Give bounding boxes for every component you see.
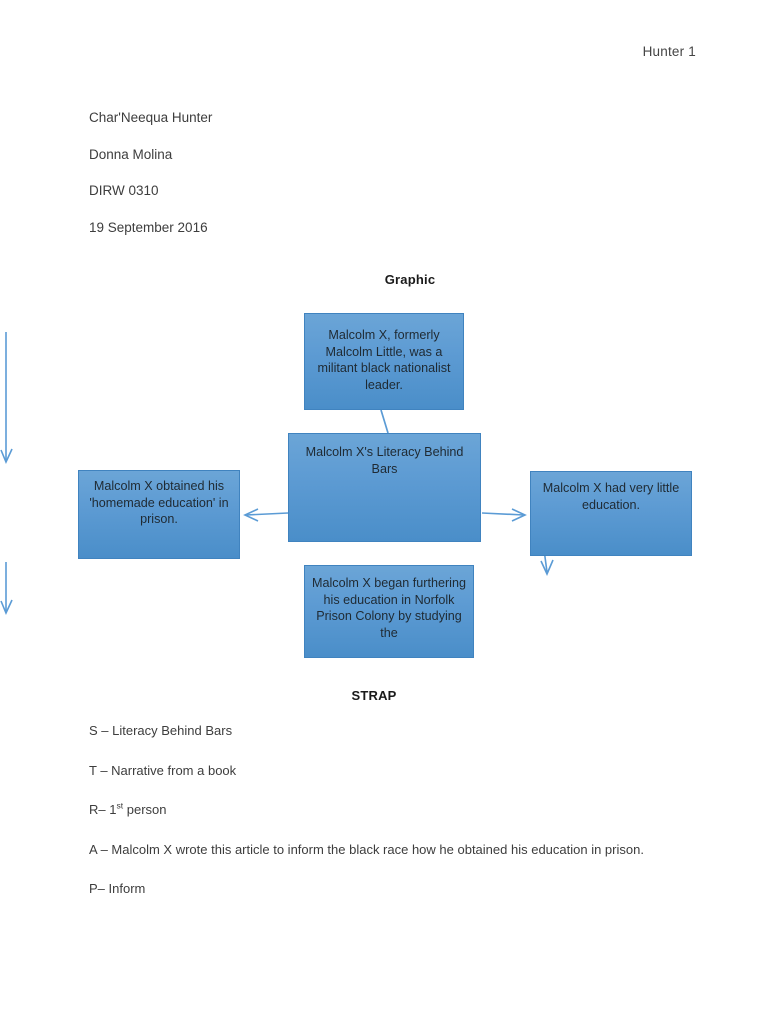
heading-instructor: Donna Molina xyxy=(89,146,173,162)
node-right-text: Malcolm X had very little education. xyxy=(542,481,680,512)
heading-course: DIRW 0310 xyxy=(89,183,159,199)
connector-center-top xyxy=(380,409,389,434)
strap-item-p: P– Inform xyxy=(89,881,146,897)
offpage-arrow-lower xyxy=(0,562,13,615)
node-left-text: Malcolm X obtained his 'homemade educati… xyxy=(89,479,229,527)
strap-item-r-superscript: st xyxy=(116,800,124,811)
strap-list: S – Literacy Behind Bars T – Narrative f… xyxy=(89,722,679,920)
diagram-connectors xyxy=(0,332,554,615)
strap-item-t: T – Narrative from a book xyxy=(89,762,237,778)
node-right: Malcolm X had very little education. xyxy=(530,471,692,556)
connector-center-right xyxy=(481,508,527,522)
graphic-section-title-text: Graphic xyxy=(384,272,436,287)
strap-item-r: R– 1st person xyxy=(89,801,679,819)
strap-item-r-suffix: person xyxy=(123,802,167,818)
strap-item-a: A – Malcolm X wrote this article to info… xyxy=(89,841,644,857)
offpage-arrow-upper xyxy=(0,332,13,464)
node-top: Malcolm X, formerly Malcolm Little, was … xyxy=(304,313,464,410)
concept-map-diagram: Malcolm X, formerly Malcolm Little, was … xyxy=(0,300,768,660)
running-header: Hunter 1 xyxy=(642,44,696,59)
node-bottom-text: Malcolm X began furthering his education… xyxy=(311,576,466,641)
node-left: Malcolm X obtained his 'homemade educati… xyxy=(78,470,240,559)
node-bottom: Malcolm X began furthering his education… xyxy=(304,565,474,658)
strap-item-s: S – Literacy Behind Bars xyxy=(89,723,233,738)
mla-heading-block: Char'Neequa Hunter Donna Molina DIRW 031… xyxy=(89,110,589,257)
strap-item-r-prefix: R– 1 xyxy=(89,802,117,818)
strap-section-title-text: STRAP xyxy=(351,688,397,703)
heading-date: 19 September 2016 xyxy=(89,220,208,236)
node-top-text: Malcolm X, formerly Malcolm Little, was … xyxy=(317,328,451,393)
connector-center-left xyxy=(243,508,289,522)
strap-section-title: STRAP xyxy=(0,688,768,703)
heading-author: Char'Neequa Hunter xyxy=(89,110,213,125)
node-center: Malcolm X's Literacy Behind Bars xyxy=(288,433,481,542)
graphic-section-title: Graphic xyxy=(0,272,768,287)
node-center-text: Malcolm X's Literacy Behind Bars xyxy=(305,445,464,476)
